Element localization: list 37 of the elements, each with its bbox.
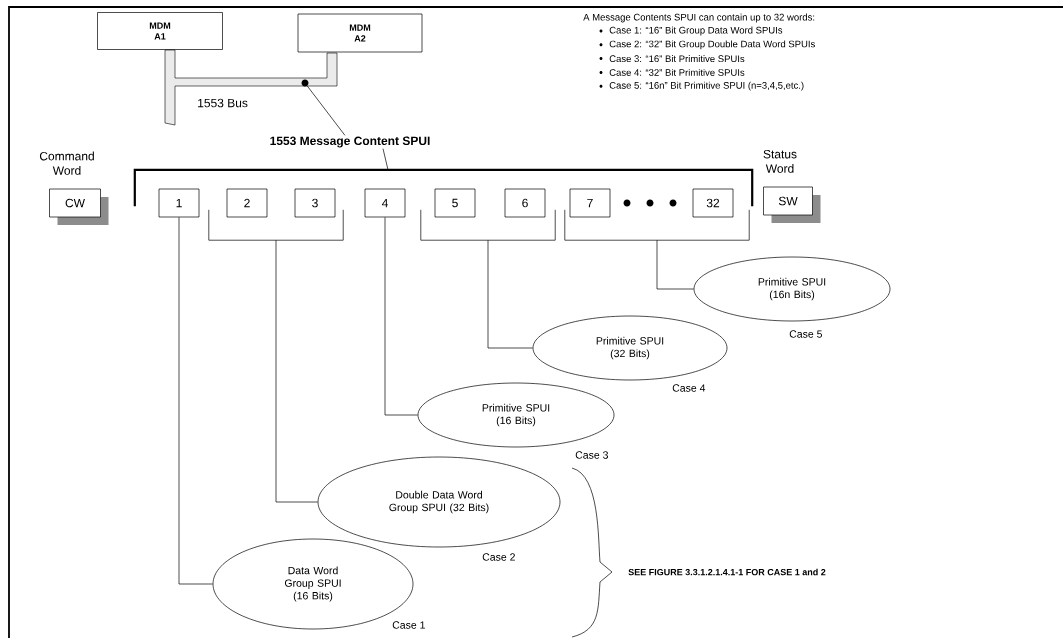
bracket bbox=[564, 209, 750, 241]
connector-line bbox=[487, 239, 533, 349]
heading: 1553 Message Content SPUI bbox=[270, 136, 430, 148]
bullet-item: Case 5: “16n” Bit Primitive SPUI (n=3,4,5,etc.) bbox=[599, 81, 804, 91]
leader-line bbox=[382, 148, 389, 171]
bracket bbox=[420, 209, 556, 241]
bullet-item: Case 3: “16” Bit Primitive SPUIs bbox=[599, 55, 745, 63]
numbered-box: 4 bbox=[364, 188, 406, 218]
numbered-box: 3 bbox=[294, 188, 336, 218]
case-label: Case 2 bbox=[482, 553, 515, 561]
word-label: Command Word bbox=[39, 151, 94, 175]
mdm-box: MDM A1 bbox=[97, 12, 223, 50]
bullet-item: Case 2: “32” Bit Group Double Data Word SPUIs bbox=[599, 40, 815, 50]
note-text: SEE FIGURE 3.3.1.2.1.4.1-1 FOR CASE 1 and 2 bbox=[628, 568, 826, 576]
case-label: Case 1 bbox=[392, 621, 425, 629]
connector-line bbox=[275, 239, 318, 503]
numbered-box: 2 bbox=[226, 188, 268, 218]
case-label: Case 3 bbox=[575, 451, 608, 459]
connector-line bbox=[384, 217, 418, 416]
bracket bbox=[133, 168, 754, 207]
numbered-box: 1 bbox=[158, 188, 200, 218]
leader-line bbox=[306, 85, 346, 136]
numbered-box: 5 bbox=[434, 188, 476, 218]
case-label: Case 4 bbox=[672, 384, 706, 392]
mdm-box: MDM A2 bbox=[297, 13, 423, 53]
connector-line bbox=[656, 239, 694, 290]
numbered-box: 32 bbox=[692, 188, 734, 218]
bus-label: 1553 Bus bbox=[198, 98, 248, 108]
numbered-box: 6 bbox=[504, 188, 546, 218]
connector-line bbox=[178, 217, 213, 585]
case-label: Case 5 bbox=[789, 330, 822, 338]
word-label: Status Word bbox=[763, 149, 797, 173]
note-heading: A Message Contents SPUI can contain up to 32 words: bbox=[583, 13, 815, 23]
bracket bbox=[208, 209, 344, 241]
bullet-item: Case 4: “32” Bit Primitive SPUIs bbox=[599, 68, 745, 76]
numbered-box: 7 bbox=[569, 188, 611, 218]
bullet-item: Case 1: “16” Bit Group Data Word SPUIs bbox=[599, 26, 783, 36]
